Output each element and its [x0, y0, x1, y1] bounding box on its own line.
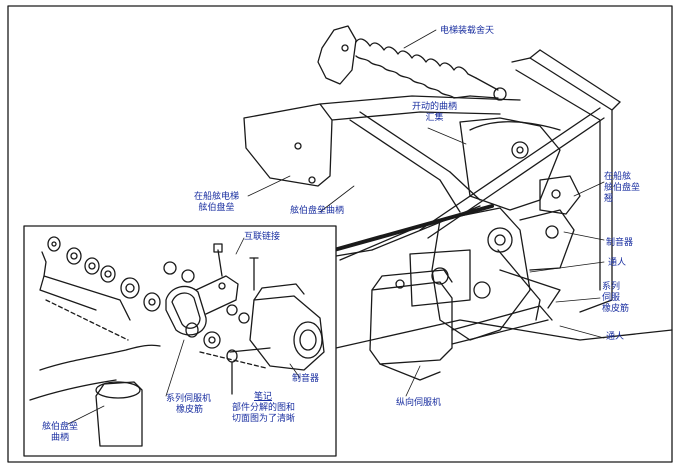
- label-note-line2: 切面图为了清晰: [232, 414, 296, 424]
- label-bellcrank-right: 在船舷 舷伯盘垒 翘: [604, 172, 640, 205]
- base-line: [335, 319, 673, 349]
- cable-boot-assembly: [317, 25, 507, 101]
- label-servo-strap-inset-line1: 系列伺服机: [166, 394, 212, 404]
- label-bellcrank-inset-line2: 曲柄: [51, 433, 70, 443]
- servo-housing: [369, 249, 553, 381]
- label-servo-strap-inset-line2: 橡皮筋: [176, 405, 204, 415]
- label-pass-right-2: 通人: [606, 332, 625, 342]
- label-bellcrank-inset: 舷伯盘垒 曲柄: [42, 422, 78, 444]
- label-pass-right-1: 通人: [608, 258, 627, 268]
- label-servo-strap-right-line1: 系列: [602, 282, 621, 292]
- label-note-line1: 部件分解的图和: [232, 403, 296, 413]
- control-cable: [332, 204, 494, 252]
- label-bellcrank-right-line1: 在船舷: [604, 172, 632, 182]
- label-brake-right: 制音器: [606, 238, 634, 248]
- leader-lines: [67, 29, 605, 425]
- label-bellcrank-inset-line1: 舷伯盘垒: [42, 422, 79, 432]
- label-interconnect-rod: 互联链接: [244, 232, 281, 242]
- label-servo-strap-right-line3: 橡皮筋: [602, 304, 630, 314]
- label-elevator-in-box-line2: 舷伯盘垒: [198, 203, 235, 213]
- label-open-bellcrank-line2: 汇集: [425, 113, 444, 123]
- label-note: 笔记 部件分解的图和 切面图为了清晰: [232, 392, 295, 425]
- label-long-servo: 纵向伺服机: [396, 398, 442, 408]
- outer-frame: [7, 5, 673, 463]
- label-elevator-in-box: 在船舷电梯 舷伯盘垒: [194, 192, 239, 214]
- label-note-title: 笔记: [254, 392, 273, 402]
- label-brake-inset: 制音器: [292, 374, 320, 384]
- inset-exploded-parts: [29, 236, 325, 447]
- label-elevator-in-box-line1: 在船舷电梯: [194, 192, 240, 202]
- upper-bracket-plate: [243, 95, 521, 187]
- label-open-bellcrank: 开动的曲柄 汇集: [412, 102, 457, 124]
- label-bellcrank-mid: 舷伯盘垒曲柄: [290, 206, 345, 216]
- label-cable-boot: 电梯装载舍天: [440, 26, 495, 36]
- label-bellcrank-right-line3: 翘: [604, 194, 614, 204]
- label-bellcrank-right-line2: 舷伯盘垒: [604, 183, 641, 193]
- label-servo-strap-right: 系列 伺服 橡皮筋: [602, 282, 629, 315]
- label-servo-strap-right-line2: 伺服: [602, 293, 621, 303]
- central-mechanism: [431, 175, 581, 341]
- label-servo-strap-inset: 系列伺服机 橡皮筋: [166, 394, 211, 416]
- label-open-bellcrank-line1: 开动的曲柄: [412, 102, 458, 112]
